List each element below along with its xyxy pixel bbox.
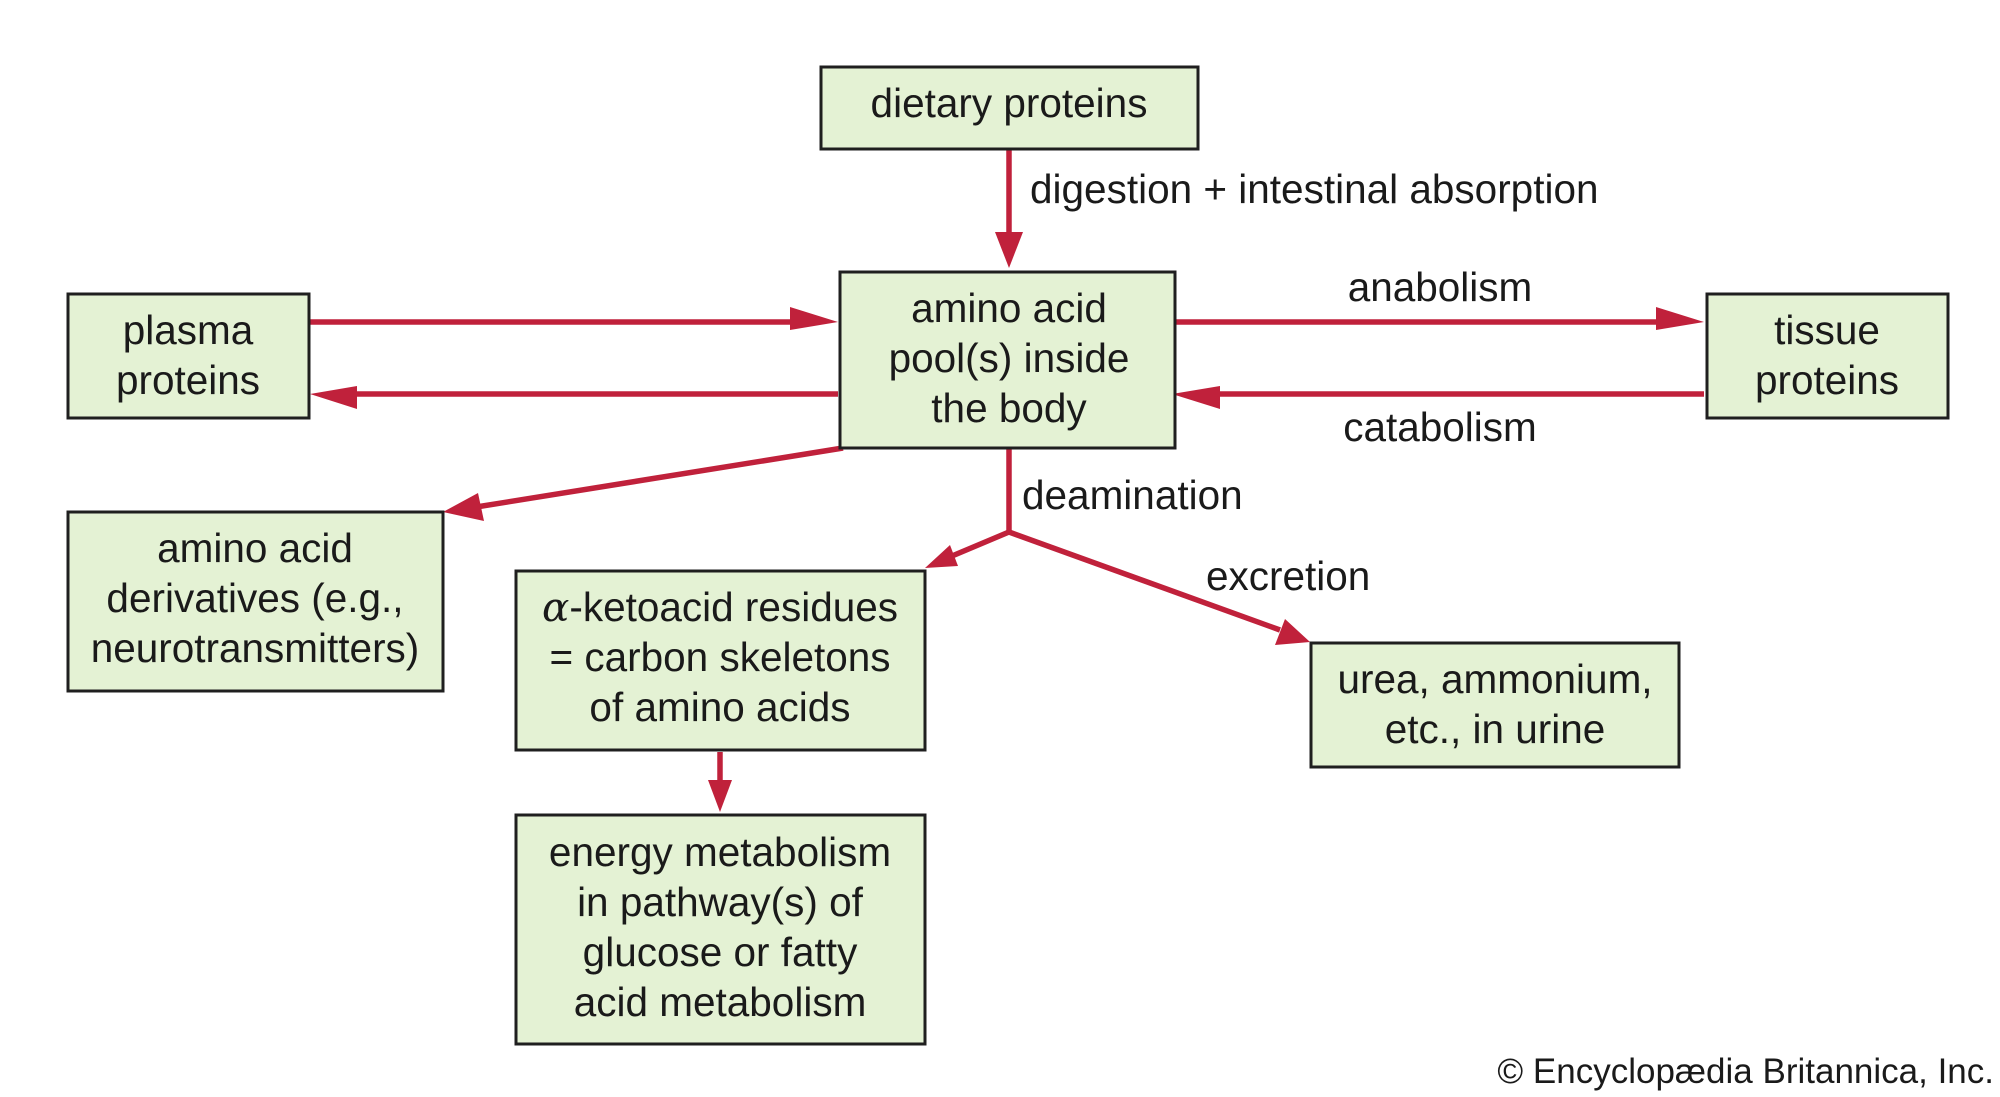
node-box — [66, 292, 311, 420]
arrow-to-derivatives — [469, 445, 844, 511]
arrowhead-plasma-to-pool — [790, 307, 838, 330]
node-label-line-2: derivatives (e.g., — [106, 575, 403, 621]
label-anabolism: anabolism — [1348, 264, 1533, 310]
node-box — [66, 510, 445, 693]
node-label-line-2: in pathway(s) of — [577, 879, 864, 925]
node-label-line-3: neurotransmitters) — [91, 625, 420, 671]
node-amino-acid-pool: amino acid pool(s) inside the body — [838, 270, 1177, 450]
label-digestion: digestion + intestinal absorption — [1030, 166, 1599, 212]
label-excretion: excretion — [1206, 553, 1370, 599]
node-box — [819, 65, 1200, 151]
arrowhead-excretion — [1275, 619, 1310, 645]
node-plasma-proteins: plasma proteins — [66, 292, 311, 420]
ketoacid-text: -ketoacid residues — [569, 584, 898, 630]
arrowhead-anabolism — [1656, 307, 1704, 330]
node-label-line-1: amino acid — [157, 525, 353, 571]
node-label-line-1: tissue — [1774, 307, 1880, 353]
node-label-line-2: etc., in urine — [1385, 706, 1606, 752]
node-label-line-1: urea, ammonium, — [1337, 656, 1652, 702]
label-deamination: deamination — [1022, 472, 1243, 518]
node-label: dietary proteins — [871, 80, 1148, 126]
node-label-line-2: proteins — [116, 357, 260, 403]
copyright-credit: © Encyclopædia Britannica, Inc. — [1497, 1052, 1994, 1091]
label-catabolism: catabolism — [1343, 404, 1537, 450]
arrowhead-to-ketoacid — [925, 545, 958, 568]
node-label-line-3: of amino acids — [589, 684, 850, 730]
node-label-line-4: acid metabolism — [574, 979, 867, 1025]
node-box — [514, 813, 927, 1046]
arrowhead-pool-to-plasma — [310, 386, 357, 409]
node-box — [514, 569, 927, 752]
node-label-line-2: pool(s) inside — [889, 335, 1130, 381]
arrowhead-digestion — [995, 232, 1023, 268]
node-box — [1309, 641, 1681, 769]
node-label-line-1: plasma — [123, 307, 254, 353]
node-label-line-3: glucose or fatty — [583, 929, 858, 975]
node-box — [838, 270, 1177, 450]
node-label-line-1: α-ketoacid residues — [542, 583, 898, 631]
node-label-line-3: the body — [931, 385, 1087, 431]
node-urea-ammonium: urea, ammonium, etc., in urine — [1309, 641, 1681, 769]
node-ketoacid-residues: α-ketoacid residues = carbon skeletons o… — [514, 569, 927, 752]
node-tissue-proteins: tissue proteins — [1705, 292, 1950, 420]
node-box — [1705, 292, 1950, 420]
node-dietary-proteins: dietary proteins — [819, 65, 1200, 151]
node-label-line-2: proteins — [1755, 357, 1899, 403]
alpha-symbol: α — [542, 583, 569, 631]
arrowhead-to-derivatives — [443, 493, 484, 521]
arrowhead-catabolism — [1172, 386, 1220, 409]
arrows — [310, 150, 1704, 812]
node-energy-metabolism: energy metabolism in pathway(s) of gluco… — [514, 813, 927, 1046]
edge-labels: digestion + intestinal absorption anabol… — [1022, 166, 1599, 599]
node-label-line-1: energy metabolism — [549, 829, 891, 875]
node-amino-acid-derivatives: amino acid derivatives (e.g., neurotrans… — [66, 510, 445, 693]
arrow-excretion — [1008, 529, 1281, 633]
node-label-line-2: = carbon skeletons — [549, 634, 890, 680]
arrowhead-to-energy — [708, 780, 732, 812]
node-label-line-1: amino acid — [911, 285, 1107, 331]
arrow-to-ketoacid — [950, 529, 1011, 559]
